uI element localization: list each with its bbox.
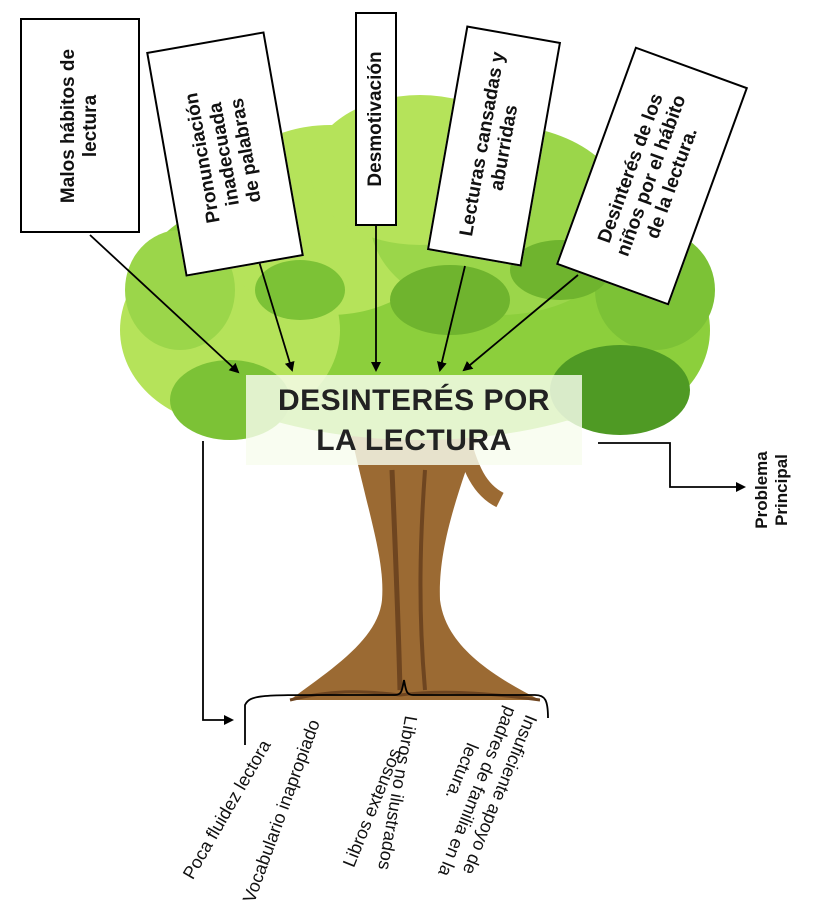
central-problem-line1: DESINTERÉS POR: [277, 384, 551, 417]
cause-text: Pronunciación inadecuada de palabras: [181, 91, 266, 225]
roots-brace: [244, 679, 549, 745]
problem-label-line1: Problema: [752, 451, 771, 529]
cause-text: Lecturas cansadas y aburridas: [456, 50, 523, 238]
cause-text: Malos hábitos de lectura: [58, 48, 101, 203]
cause-arrows: [89, 226, 579, 374]
central-problem-line2: LA LECTURA: [316, 424, 512, 457]
root-connector: [202, 441, 234, 725]
problem-connector: [598, 442, 746, 492]
cause-text: Desmotivación: [365, 51, 386, 187]
central-problem-box: DESINTERÉS POR LA LECTURA: [246, 375, 582, 465]
problem-label-line2: Principal: [772, 454, 791, 526]
tree-trunk: [289, 428, 541, 702]
cause-box-malos-habitos: Malos hábitos de lectura: [20, 18, 140, 233]
cause-box-desmotivacion: Desmotivación: [355, 12, 397, 226]
